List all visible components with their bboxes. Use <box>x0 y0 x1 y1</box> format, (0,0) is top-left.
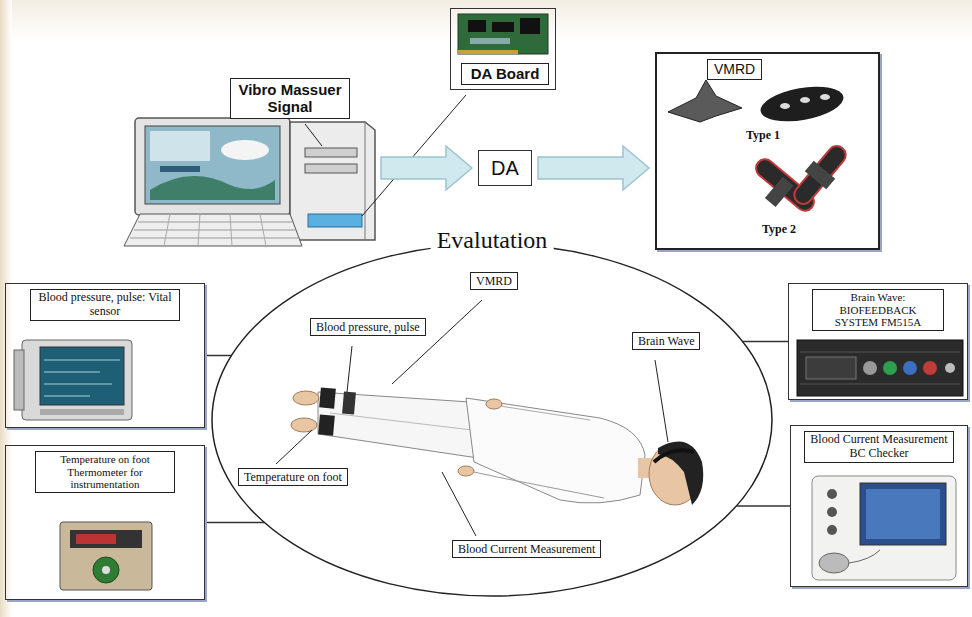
ellipse-outline <box>212 244 772 596</box>
vmrd-type2-device <box>752 142 849 214</box>
node-text: Vibro Massuer Signal <box>230 78 350 119</box>
da-board-picture <box>458 14 548 54</box>
vital-sensor-picture <box>14 340 132 420</box>
node-text: Temperature on foot Thermometer for inst… <box>35 451 175 493</box>
node-text: DA Board <box>461 63 549 85</box>
node-text: Blood Current Measurement <box>458 542 595 556</box>
bc-checker-picture <box>812 476 956 580</box>
type-label: Type 1 <box>746 128 780 142</box>
callout-label: VMRD <box>470 272 518 290</box>
block-arrow <box>538 146 649 190</box>
instrument-panel: Blood Current Measurement BC Checker <box>790 425 968 587</box>
computer-illustration <box>124 118 375 246</box>
callout-label: Brain Wave <box>632 332 700 350</box>
device-panel: VMRD <box>655 52 880 250</box>
connector-line <box>205 355 231 357</box>
ellipse-title: Evalutation <box>431 226 554 255</box>
node-text: DA <box>491 157 519 179</box>
instrument-panel: Brain Wave: BIOFEEDBACK SYSTEM FM515A <box>788 283 968 400</box>
instrument-panel: Blood pressure, pulse: Vital sensor <box>5 283 205 428</box>
background-band <box>0 0 12 617</box>
type-label: Type 2 <box>762 222 796 236</box>
node-text: Blood pressure, pulse <box>316 320 420 334</box>
callout-label: Blood pressure, pulse <box>310 318 426 336</box>
thermometer-picture <box>60 522 152 590</box>
node-text: VMRD <box>707 59 762 80</box>
leader-line <box>276 300 668 536</box>
node-text: VMRD <box>476 274 512 288</box>
process-box: DA <box>478 150 532 186</box>
board-box: DA Board <box>450 8 556 90</box>
biofeedback-system-picture <box>797 340 963 396</box>
computer-label-box: Vibro Massuer Signal <box>130 75 375 247</box>
node-text: Temperature on foot <box>244 470 342 484</box>
leader-line <box>305 124 322 146</box>
node-text: Blood Current Measurement BC Checker <box>804 431 954 463</box>
patient-figure <box>291 387 703 505</box>
evaluation-ellipse: EvalutationVMRDBlood pressure, pulseBrai… <box>210 242 774 598</box>
block-arrow <box>381 146 472 190</box>
connector-line <box>743 341 788 343</box>
node-text: Brain Wave <box>638 334 694 348</box>
connector-line <box>736 505 790 507</box>
vmrd-type1-device <box>668 80 846 127</box>
callout-label: Blood Current Measurement <box>452 540 601 558</box>
instrument-panel: Temperature on foot Thermometer for inst… <box>5 445 205 600</box>
node-text: Brain Wave: BIOFEEDBACK SYSTEM FM515A <box>812 289 944 331</box>
callout-label: Temperature on foot <box>238 468 348 486</box>
node-text: Blood pressure, pulse: Vital sensor <box>30 289 180 321</box>
connector-line <box>205 522 264 524</box>
